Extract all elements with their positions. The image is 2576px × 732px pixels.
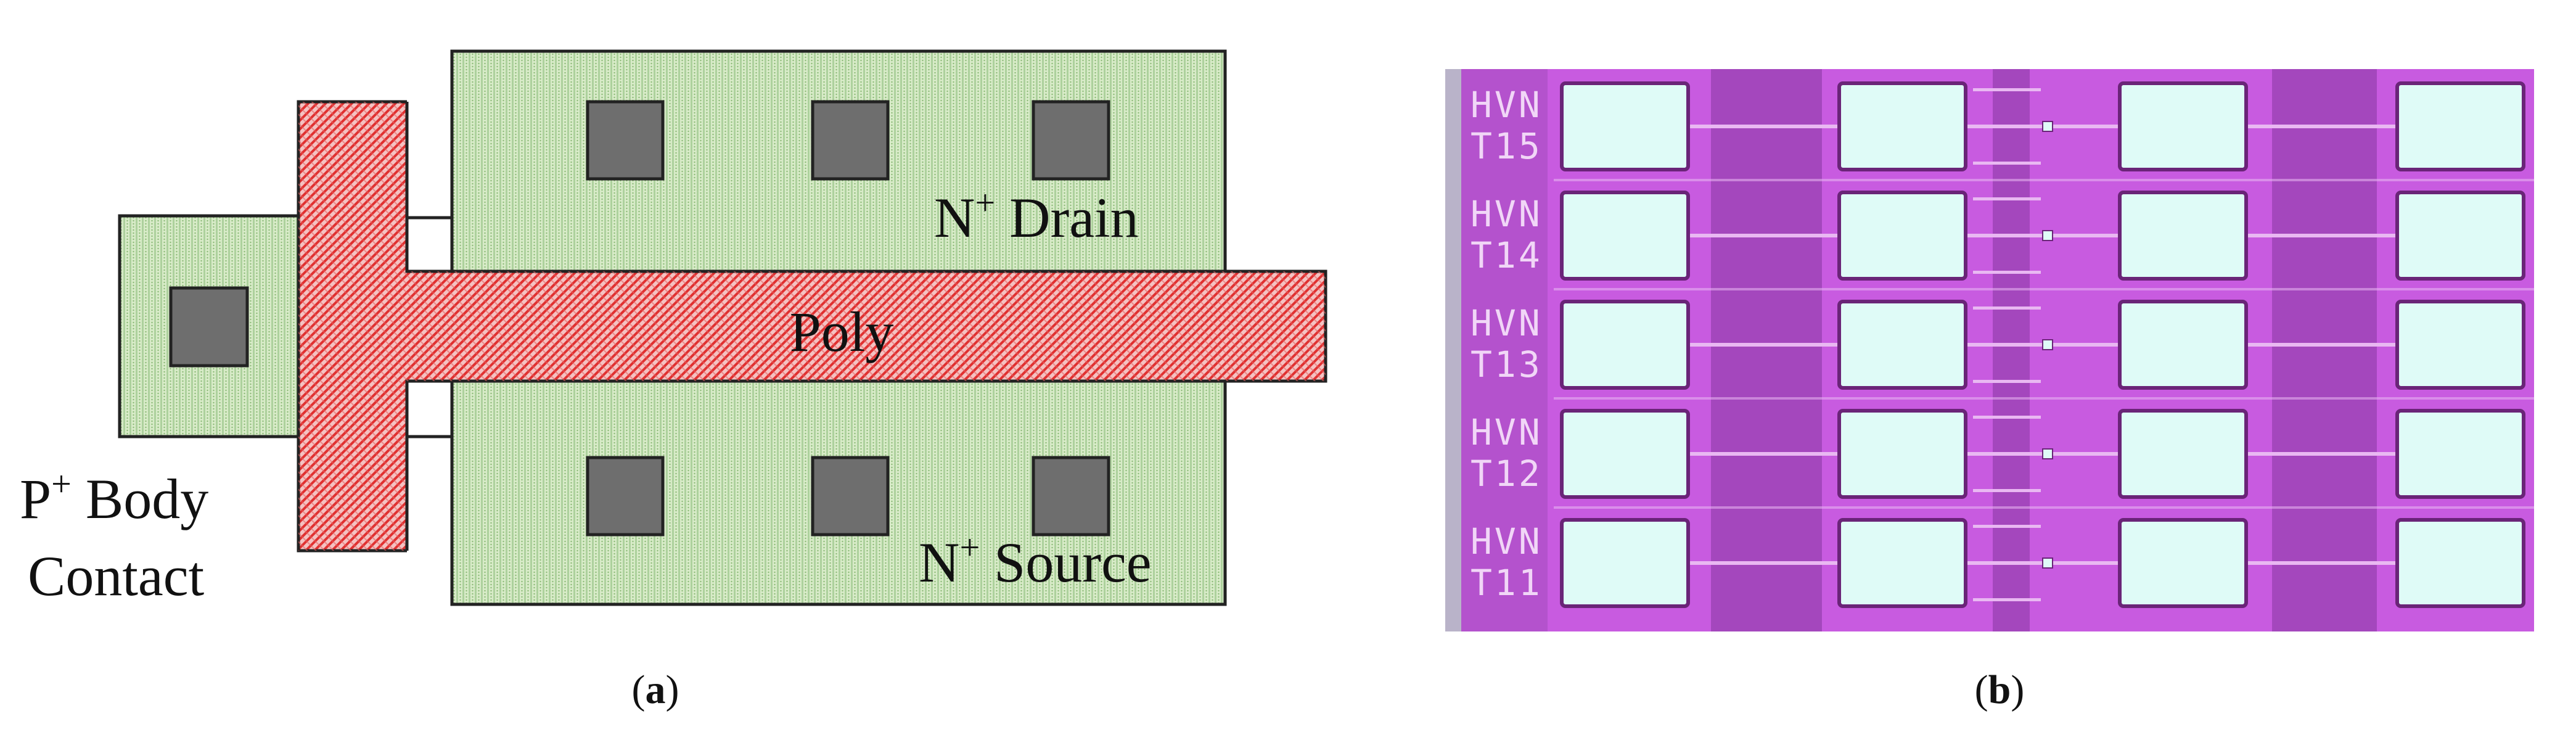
bond-pad [2118, 300, 2248, 390]
trace-line [1973, 416, 2041, 419]
row-separator [1554, 397, 2534, 400]
bond-pad [1560, 191, 1690, 281]
trace-line [1973, 88, 2041, 91]
trace-line [1973, 162, 2041, 165]
bond-pad [2118, 518, 2248, 608]
bond-pad [1837, 409, 1967, 499]
via-square [2042, 339, 2053, 350]
panel-a-layout-diagram: N+ Drain Poly N+ Source P+ Body Contact [20, 49, 1327, 607]
trace-line [1973, 525, 2041, 528]
caption-b: (b) [1975, 667, 2025, 712]
bond-pad [1837, 191, 1967, 281]
row-separator [1554, 179, 2534, 181]
bond-pad [1560, 300, 1690, 390]
bond-pad [1560, 518, 1690, 608]
trace-line [1973, 306, 2041, 310]
drain-contact-2 [811, 100, 890, 181]
trace-line [1973, 380, 2041, 383]
caption-a: (a) [632, 667, 679, 712]
active-notch-top [407, 51, 451, 218]
dark-column [1993, 69, 2030, 631]
bond-pad [1837, 300, 1967, 390]
dark-column [2272, 69, 2377, 631]
row-label-line2: T14 [1471, 234, 1543, 276]
source-contact-3 [1032, 456, 1110, 537]
body-contact-label-line2: Contact [28, 545, 205, 607]
via-square [2042, 121, 2053, 132]
body-contact-label-line1: P+ Body [20, 464, 208, 530]
bond-pad [1560, 409, 1690, 499]
row-label-line2: T11 [1471, 562, 1543, 604]
via-square [2042, 557, 2053, 569]
trace-line [1973, 489, 2041, 492]
bond-pad [2395, 300, 2525, 390]
bond-pads [1560, 81, 2525, 608]
bond-pad [2395, 409, 2525, 499]
bond-pad [2395, 191, 2525, 281]
via-square [2042, 448, 2053, 459]
body-contact [169, 286, 249, 368]
row-label-line1: HVN [1471, 520, 1543, 562]
via-square [2042, 230, 2053, 241]
dark-columns [1711, 69, 2377, 631]
source-contact-2 [811, 456, 890, 537]
dark-column [1711, 69, 1822, 631]
poly-label: Poly [790, 300, 894, 363]
drain-contact-1 [586, 100, 665, 181]
active-notch-bottom [407, 437, 451, 603]
row-label-line1: HVN [1471, 302, 1543, 344]
bond-pad [1837, 518, 1967, 608]
interconnect-traces [1554, 88, 2534, 601]
row-separator [1554, 288, 2534, 290]
drain-label: N+ Drain [934, 183, 1139, 249]
bond-pad [2395, 81, 2525, 171]
drain-contact-3 [1032, 100, 1110, 181]
bond-pad [2118, 409, 2248, 499]
bond-pad [1560, 81, 1690, 171]
label-column [1461, 69, 1548, 631]
row-label-line1: HVN [1471, 193, 1543, 235]
trace-line [1973, 197, 2041, 200]
row-label-line2: T12 [1471, 453, 1543, 495]
source-label: N+ Source [919, 527, 1152, 594]
trace-line [1973, 598, 2041, 601]
bond-pad [2118, 191, 2248, 281]
row-separator [1554, 506, 2534, 509]
bond-pad [2395, 518, 2525, 608]
bond-pad [2118, 81, 2248, 171]
row-label-line2: T15 [1471, 125, 1543, 167]
row-label-line1: HVN [1471, 84, 1543, 126]
row-label-line1: HVN [1471, 411, 1543, 453]
source-contact-1 [586, 456, 665, 537]
trace-line [1973, 271, 2041, 274]
bond-pad [1837, 81, 1967, 171]
row-label-line2: T13 [1471, 343, 1543, 385]
micrograph-left-edge [1445, 69, 1461, 631]
